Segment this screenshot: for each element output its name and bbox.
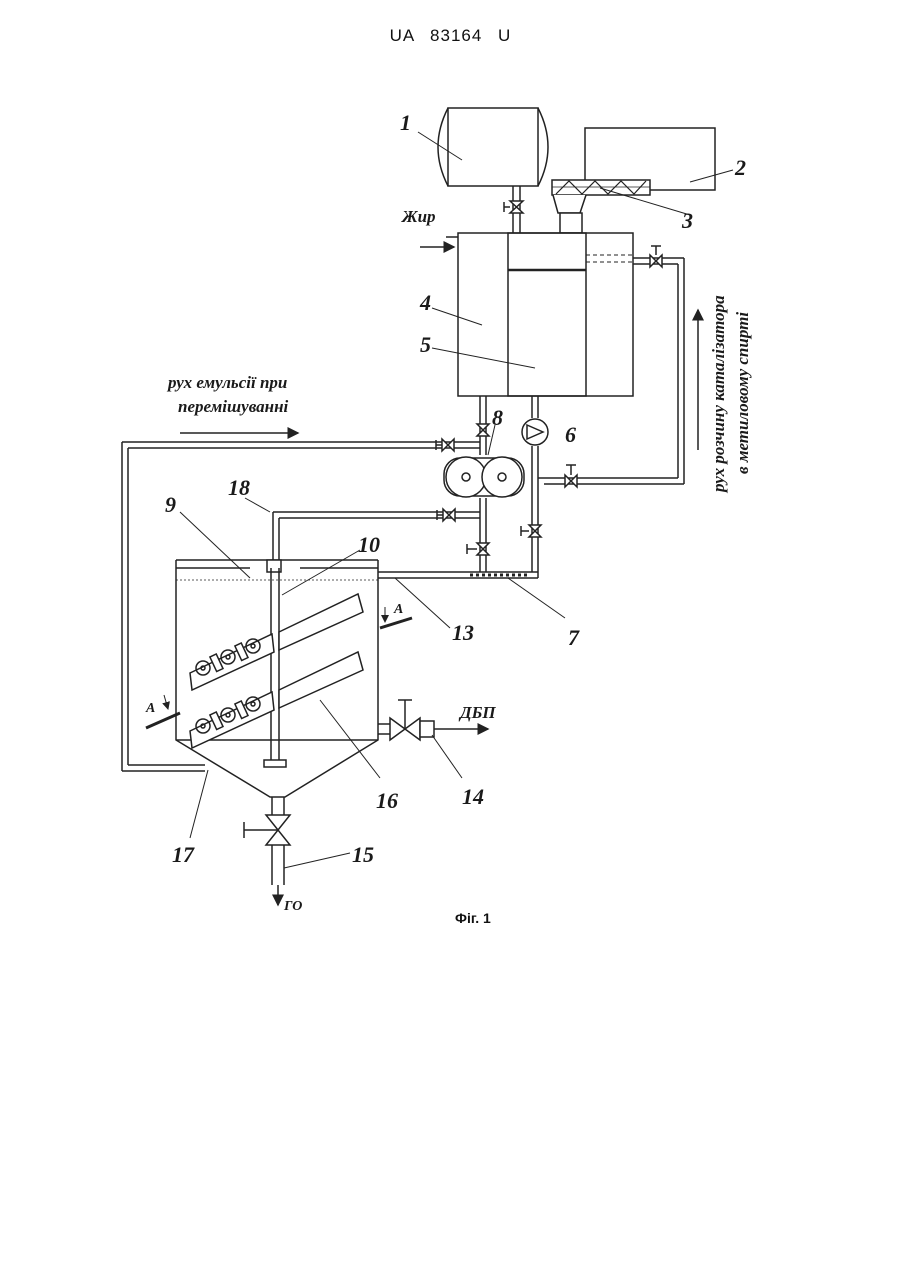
label-10: 10 (358, 532, 380, 557)
glycerol-outlet-15 (244, 797, 290, 905)
label-13: 13 (452, 620, 474, 645)
label-2: 2 (734, 155, 746, 180)
label-fat: Жир (401, 207, 436, 226)
label-15: 15 (352, 842, 374, 867)
label-8: 8 (492, 405, 503, 430)
label-7: 7 (568, 625, 580, 650)
storage-tank-1 (438, 108, 548, 186)
feed-line-13 (378, 572, 538, 578)
figure-caption: Фіг. 1 (455, 910, 491, 926)
label-1: 1 (400, 110, 411, 135)
pump-6 (521, 396, 548, 578)
label-section-a-left: А (145, 701, 155, 716)
label-9: 9 (165, 492, 176, 517)
label-14: 14 (462, 784, 484, 809)
tank1-outlet-pipe (504, 186, 523, 233)
label-16: 16 (376, 788, 398, 813)
reactor-4 (458, 233, 633, 396)
label-go: ГО (283, 899, 302, 914)
label-6: 6 (565, 422, 576, 447)
label-18: 18 (228, 475, 250, 500)
label-dbp: ДБП (458, 703, 496, 722)
label-3: 3 (681, 208, 693, 233)
colloid-mill-8 (444, 457, 524, 497)
label-5: 5 (420, 332, 431, 357)
label-emulsion-line2: перемішуванні (178, 397, 289, 416)
label-catalyst-line1: рух розчину каталізатора (709, 295, 728, 494)
label-catalyst-line2: в метиловому спирті (733, 312, 752, 474)
label-4: 4 (419, 290, 431, 315)
label-section-a-top: А (393, 602, 403, 617)
label-17: 17 (172, 842, 195, 867)
label-emulsion-line1: рух емульсії при (166, 373, 287, 392)
fat-inlet (420, 237, 458, 247)
